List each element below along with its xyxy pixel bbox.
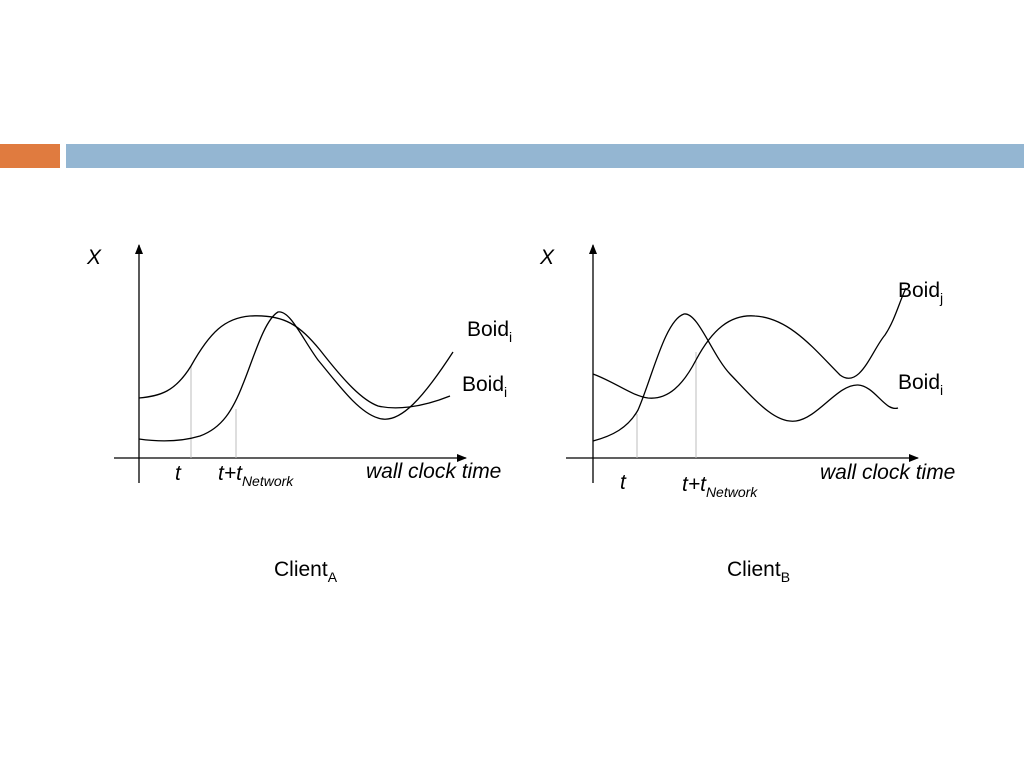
diagram-a-client-label: ClientA [274,558,338,585]
header-accent-bar [0,144,60,168]
diagram-b-boid-upper-label: Boidj [898,279,943,306]
diagram-b-t-label: t [620,471,627,494]
diagram-a-boid-upper-label: Boidi [467,318,512,345]
header-band [66,144,1024,168]
diagram-b-curve-boid-i [592,313,899,442]
diagram-b-client-label: ClientB [727,558,790,585]
diagram-a-x-axis-label: wall clock time [366,460,501,483]
diagram-b-curve-boid-j [592,287,907,399]
diagram-a: X t t+tNetwork wall clock time Boidi Boi… [86,244,512,585]
diagram-b-t-network-sub: Network [706,484,758,500]
diagram-b-x-axis-label: wall clock time [820,461,955,484]
diagram-b-y-axis-label: X [539,246,555,269]
diagram-a-t-label: t [175,462,182,485]
diagram-b-t-network-label: t+tNetwork [682,473,758,500]
diagram-a-t-network-sub: Network [242,473,294,489]
diagram-a-y-axis-label: X [86,246,102,269]
diagram-a-curve-boid-peaked [138,311,454,442]
diagram-a-curve-boid-smooth [138,315,451,409]
diagram-b: X t t+tNetwork wall clock time Boidj Boi… [539,244,955,585]
diagram-b-boid-lower-label: Boidi [898,371,943,398]
diagram-a-boid-lower-label: Boidi [462,373,507,400]
diagram-a-t-network-label: t+tNetwork [218,462,294,489]
